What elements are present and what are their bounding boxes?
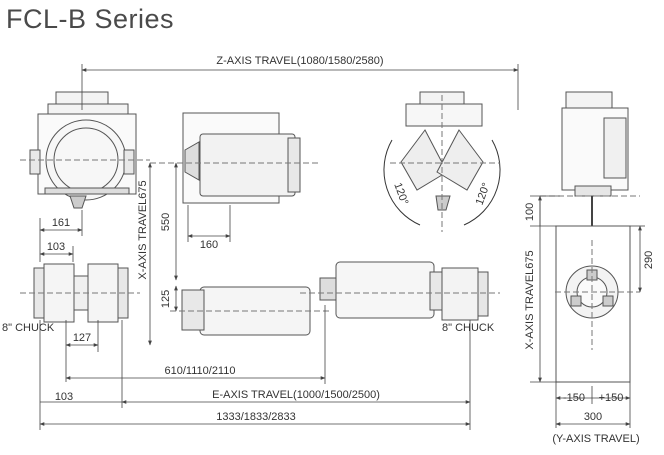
dimension-161: 161 [52,217,70,229]
dimension-290: 290 [643,251,655,269]
left-turret-front-view [20,91,150,209]
left-chuck-assembly [20,263,140,323]
dimension-100: 100 [524,203,536,221]
z-axis-travel-label: Z-AXIS TRAVEL(1080/1580/2580) [216,55,383,67]
center-turret-side-view [150,112,320,204]
dimension-125: 125 [160,290,172,308]
x-axis-travel-right-label: X-AXIS TRAVEL675 [524,250,536,349]
right-spindle [300,261,500,321]
x-axis-travel-left-label: X-AXIS TRAVEL675 [137,180,149,279]
diagram-title: FCL-B Series [6,4,175,34]
far-right-turret-view [540,91,640,226]
dimension-160: 160 [200,239,218,251]
dimension-300: 300 [584,411,602,423]
dimension-plus-150: +150 [599,392,624,404]
dimension-minus-150: -150 [563,392,585,404]
e-axis-travel-label: E-AXIS TRAVEL(1000/1500/2500) [212,389,380,401]
dimension-550: 550 [160,213,172,231]
dimension-127: 127 [73,332,91,344]
dimension-1333: 1333/1833/2833 [216,411,296,423]
y-axis-chuck-box [555,225,640,383]
chuck-right-label: 8" CHUCK [442,322,495,334]
y-axis-travel-label: (Y-AXIS TRAVEL) [552,433,639,445]
right-top-turret-view [383,91,501,232]
dimension-610: 610/1110/2110 [165,365,236,377]
chuck-left-label: 8" CHUCK [2,322,55,334]
dimension-lines [39,64,645,430]
dimension-103-bottom: 103 [55,391,73,403]
dimension-103-top: 103 [47,241,65,253]
center-lower-turret [170,286,330,336]
